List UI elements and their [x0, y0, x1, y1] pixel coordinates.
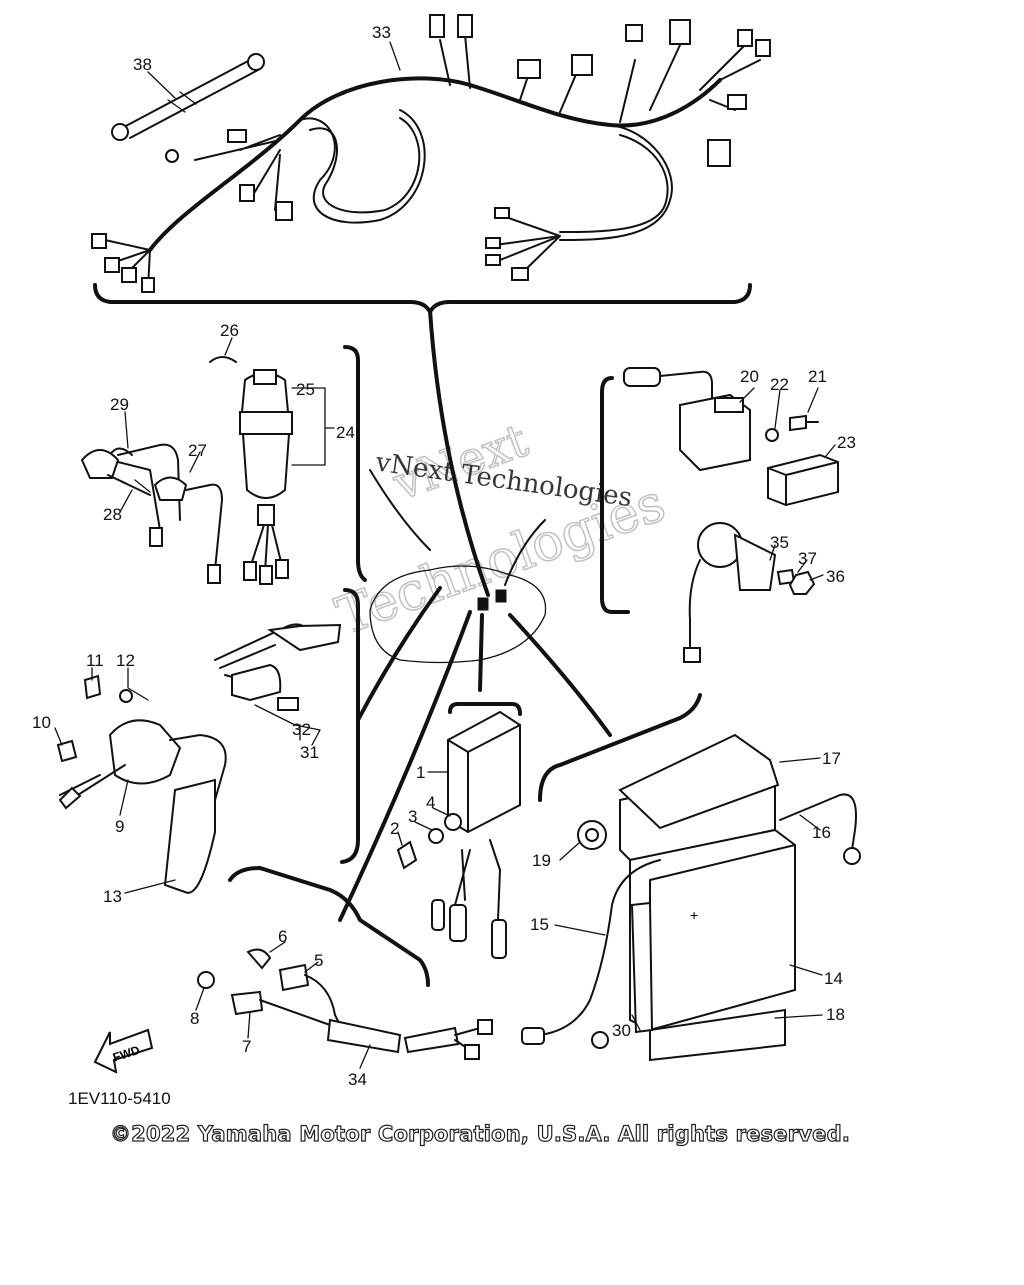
callout-4: 4	[426, 793, 435, 812]
callout-34: 34	[348, 1070, 367, 1089]
callout-26: 26	[220, 321, 239, 340]
callout-29: 29	[110, 395, 129, 414]
callout-12: 12	[116, 651, 135, 670]
callout-18: 18	[826, 1005, 845, 1024]
callout-13: 13	[103, 887, 122, 906]
callout-8: 8	[190, 1009, 199, 1028]
callout-7: 7	[242, 1037, 251, 1056]
battery-bracket	[538, 693, 702, 802]
callout-30: 30	[612, 1021, 631, 1040]
callout-23: 23	[837, 433, 856, 452]
callout-11: 11	[86, 651, 104, 670]
callout-31: 31	[300, 743, 319, 762]
callout-19: 19	[532, 851, 551, 870]
wire-harness-33	[91, 14, 771, 293]
callout-37: 37	[798, 549, 817, 568]
callout-15: 15	[530, 915, 549, 934]
callout-14: 14	[824, 969, 843, 988]
pickup-coil-9	[56, 674, 227, 894]
leader-lines	[134, 387, 335, 493]
relay-bracket	[600, 376, 630, 614]
callout-25: 25	[296, 380, 315, 399]
starter-relay-35	[683, 522, 816, 663]
callout-16: 16	[812, 823, 831, 842]
main-switch-24	[80, 356, 293, 585]
copyright-notice: ©2022 Yamaha Motor Corporation, U.S.A. A…	[109, 1121, 851, 1146]
frame-outline	[369, 565, 547, 664]
callout-5: 5	[314, 951, 323, 970]
callout-2: 2	[390, 819, 399, 838]
battery-sign: +	[690, 907, 698, 923]
harness-bracket	[93, 283, 752, 314]
lead-bracket	[340, 588, 360, 864]
battery-14: +	[521, 733, 861, 1062]
switch-bracket	[343, 345, 367, 582]
ground-strap-38	[111, 53, 265, 141]
callout-9: 9	[115, 817, 124, 836]
callout-numbers: 33 38 26 25 24 29 27 28 20 22 21 23 35 3…	[32, 23, 856, 1089]
regulator-20	[623, 367, 839, 507]
callout-3: 3	[408, 807, 417, 826]
callout-10: 10	[32, 713, 51, 732]
callout-36: 36	[826, 567, 845, 586]
callout-28: 28	[103, 505, 122, 524]
callout-24: 24	[336, 423, 355, 442]
starter-lead-31	[214, 623, 342, 711]
pointer-lines	[338, 308, 612, 922]
callout-leaders	[54, 41, 836, 1069]
callout-27: 27	[188, 441, 207, 460]
callout-35: 35	[770, 533, 789, 552]
callout-17: 17	[822, 749, 841, 768]
callout-20: 20	[740, 367, 759, 386]
fwd-arrow: FWD	[93, 1028, 154, 1074]
callout-21: 21	[808, 367, 827, 386]
callout-38: 38	[133, 55, 152, 74]
callout-6: 6	[278, 927, 287, 946]
callout-22: 22	[770, 375, 789, 394]
callout-33: 33	[372, 23, 391, 42]
switch-lead-34	[197, 948, 493, 1060]
diagram-code: 1EV110-5410	[68, 1089, 171, 1108]
callout-1: 1	[416, 763, 425, 782]
lower-bracket	[228, 866, 430, 987]
callout-32: 32	[292, 720, 311, 739]
cdi-unit-1	[396, 702, 522, 959]
